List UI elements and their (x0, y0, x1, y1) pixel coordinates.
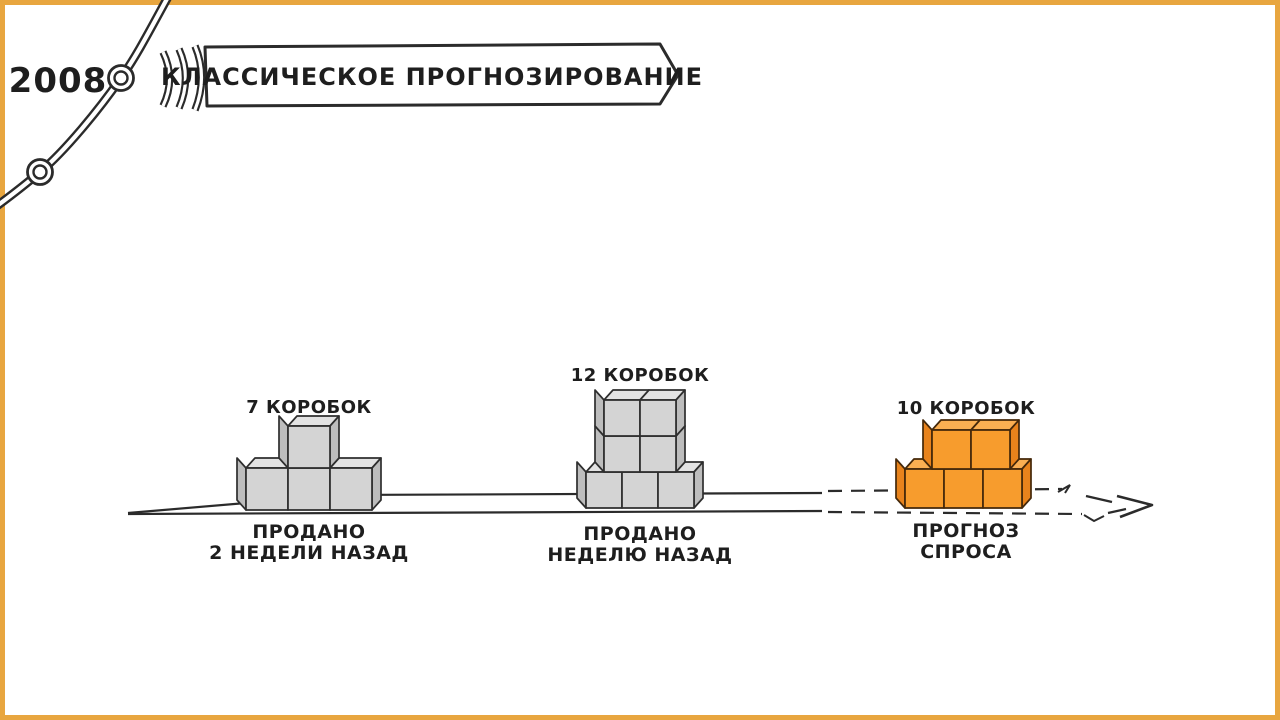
stack1-caption-line2: 2 НЕДЕЛИ НАЗАД (209, 542, 409, 564)
stack2-caption-line2: НЕДЕЛЮ НАЗАД (547, 544, 732, 566)
box-cube (657, 461, 704, 509)
box-face (278, 415, 289, 469)
stack-boxes-0 (236, 415, 382, 511)
box-face (639, 435, 677, 473)
box-face (245, 467, 289, 511)
stack1-caption-line1: ПРОДАНО (252, 521, 365, 543)
speed-lines-icon (159, 44, 206, 112)
ground-top-line (127, 491, 823, 515)
box-face (329, 467, 373, 511)
timeline-arc (0, 0, 172, 210)
box-face (895, 458, 906, 509)
dashed-bottom-line (827, 510, 1083, 516)
stack3-count-label: 10 КОРОБОК (897, 398, 1036, 419)
box-face (970, 429, 1011, 470)
ground-bottom-line (127, 509, 823, 516)
box-cube (922, 419, 981, 470)
box-face (621, 471, 659, 509)
box-face (329, 415, 340, 469)
sketch-zigzag-bottom (1083, 514, 1105, 523)
box-face (287, 425, 331, 469)
stack2-count-label: 12 КОРОБОК (571, 365, 710, 386)
box-cube (594, 389, 650, 437)
stack2-caption-line1: ПРОДАНО (583, 523, 696, 545)
sketch-zigzag-top (1057, 484, 1071, 494)
year-label: 2008 (9, 61, 108, 101)
box-face (236, 457, 247, 511)
box-face (943, 468, 984, 509)
arrow-lower-dash (1107, 507, 1127, 515)
title-banner-shape (203, 42, 680, 108)
stack3-caption-line1: ПРОГНОЗ (912, 520, 1019, 542)
node-inner-ring (32, 164, 48, 180)
stack-boxes-2 (895, 419, 1032, 509)
box-face (371, 457, 382, 511)
box-face (603, 399, 641, 437)
box-cube (970, 419, 1020, 470)
box-face (922, 419, 933, 470)
timeline-arc-inner (0, 0, 169, 207)
box-face (1009, 419, 1020, 470)
timeline-node-earlier (26, 158, 54, 186)
box-face (287, 467, 331, 511)
arrow-upper-dash (1085, 494, 1113, 504)
box-face (931, 429, 972, 470)
page-title: КЛАССИЧЕСКОЕ ПРОГНОЗИРОВАНИЕ (161, 63, 703, 91)
arrowhead-icon (1116, 494, 1154, 519)
box-face (904, 468, 945, 509)
box-face (585, 471, 623, 509)
title-banner: КЛАССИЧЕСКОЕ ПРОГНОЗИРОВАНИЕ (161, 42, 703, 108)
box-face (1021, 458, 1032, 509)
box-face (982, 468, 1023, 509)
timeline-ground (127, 491, 823, 516)
box-cube (236, 457, 298, 511)
timeline-node-2008 (107, 64, 135, 92)
box-cube (278, 415, 340, 469)
box-face (657, 471, 695, 509)
stack3-caption-line2: СПРОСА (920, 541, 1012, 563)
stack1-count-label: 7 КОРОБОК (246, 397, 372, 418)
box-face (639, 399, 677, 437)
box-face (576, 461, 587, 509)
stack-boxes-1 (576, 389, 704, 509)
node-inner-ring (113, 70, 129, 86)
box-face (603, 435, 641, 473)
box-cube (639, 389, 686, 437)
box-cube (329, 457, 382, 511)
